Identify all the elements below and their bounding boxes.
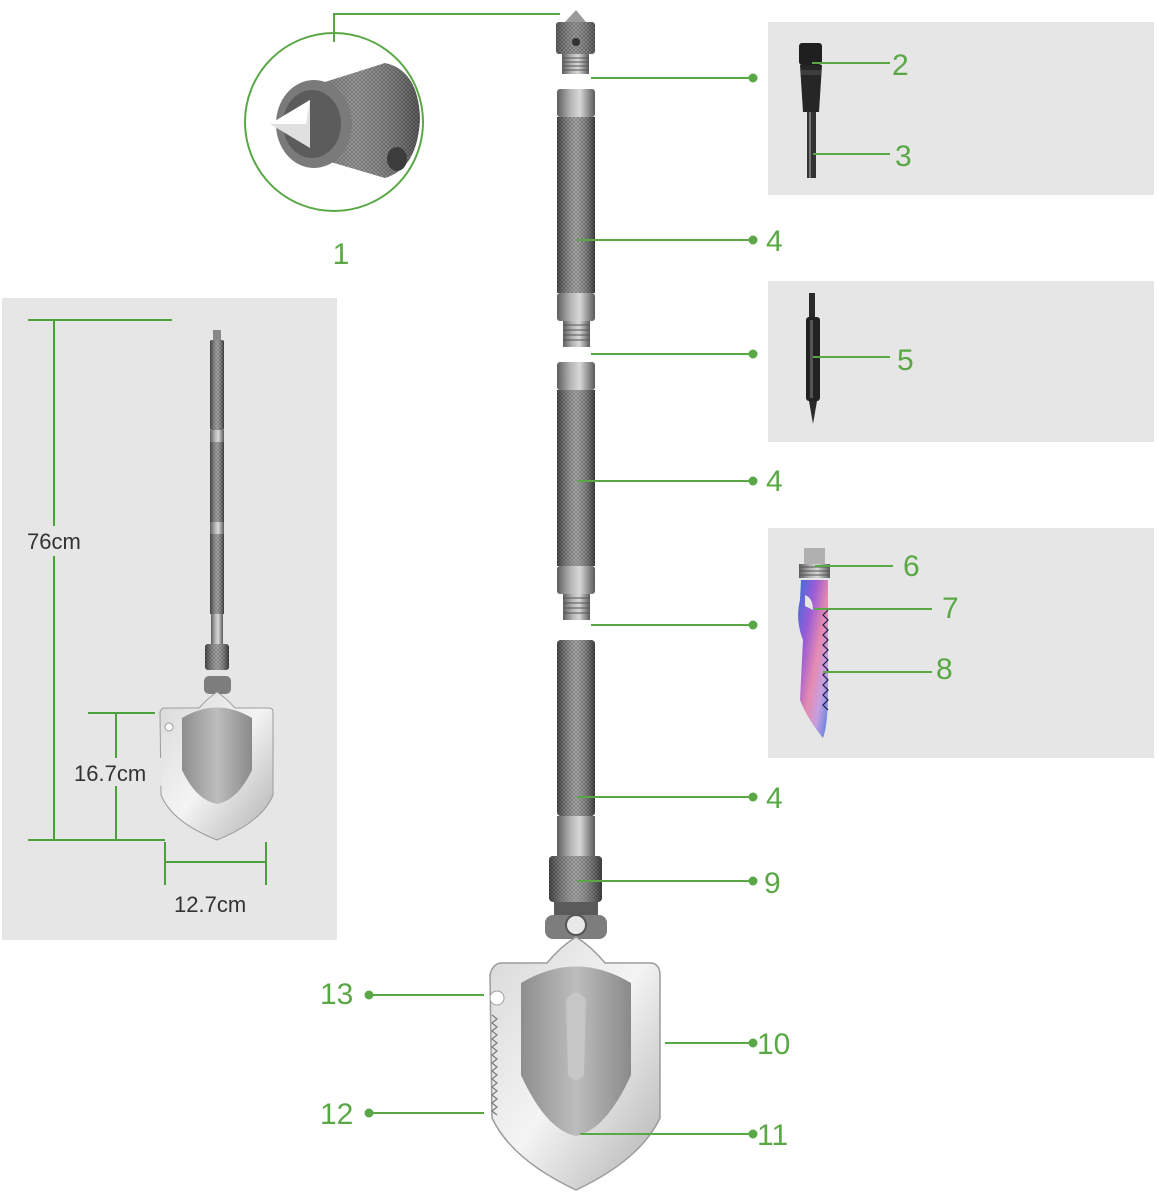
callout-8: 8 [936,653,953,686]
callout-4-middle: 4 [766,465,783,498]
leader-dot [748,1038,758,1048]
tip-cap [556,10,595,74]
callout-1: 1 [333,238,350,271]
leader-dot [748,73,758,83]
callout-3: 3 [895,140,912,173]
assembled-shovel-thumbnail [159,330,274,841]
callout-12: 12 [320,1098,353,1131]
dimension-length-label: 76cm [27,529,81,554]
callout-13: 13 [320,978,353,1011]
leader-dot [748,620,758,630]
dimension-blade-width-label: 12.7cm [174,892,246,917]
shovel-blade [489,936,661,1191]
callout-7: 7 [942,592,959,625]
leader-dot [364,1108,374,1118]
leader-1 [333,13,560,42]
callout-11: 11 [757,1119,788,1152]
callout-5: 5 [897,344,914,377]
callout-10: 10 [757,1028,790,1061]
callout-4-top: 4 [766,225,783,258]
screwdriver-bit-accessory [806,293,820,424]
fire-starter-accessory [799,43,822,178]
leader-dot [748,476,758,486]
dimension-panel [2,298,337,940]
leader-dot [748,876,758,886]
accessory-panel-middle [768,281,1154,442]
leader-dot [748,792,758,802]
callout-4-bottom: 4 [766,782,783,815]
callout-9: 9 [764,867,781,900]
leader-dot [364,990,374,1000]
handle-section-middle [557,362,595,620]
accessory-panel-top [768,22,1154,195]
leader-dot [748,349,758,359]
handle-section-top [557,89,595,347]
dimension-blade-height-label: 16.7cm [74,761,146,786]
callout-2: 2 [892,49,909,82]
leader-dot [748,235,758,245]
callout-6: 6 [903,550,920,583]
knife-accessory [798,548,830,738]
leader-dot [748,1129,758,1139]
handle-section-bottom [545,640,607,939]
tip-detail-circle [244,32,424,212]
